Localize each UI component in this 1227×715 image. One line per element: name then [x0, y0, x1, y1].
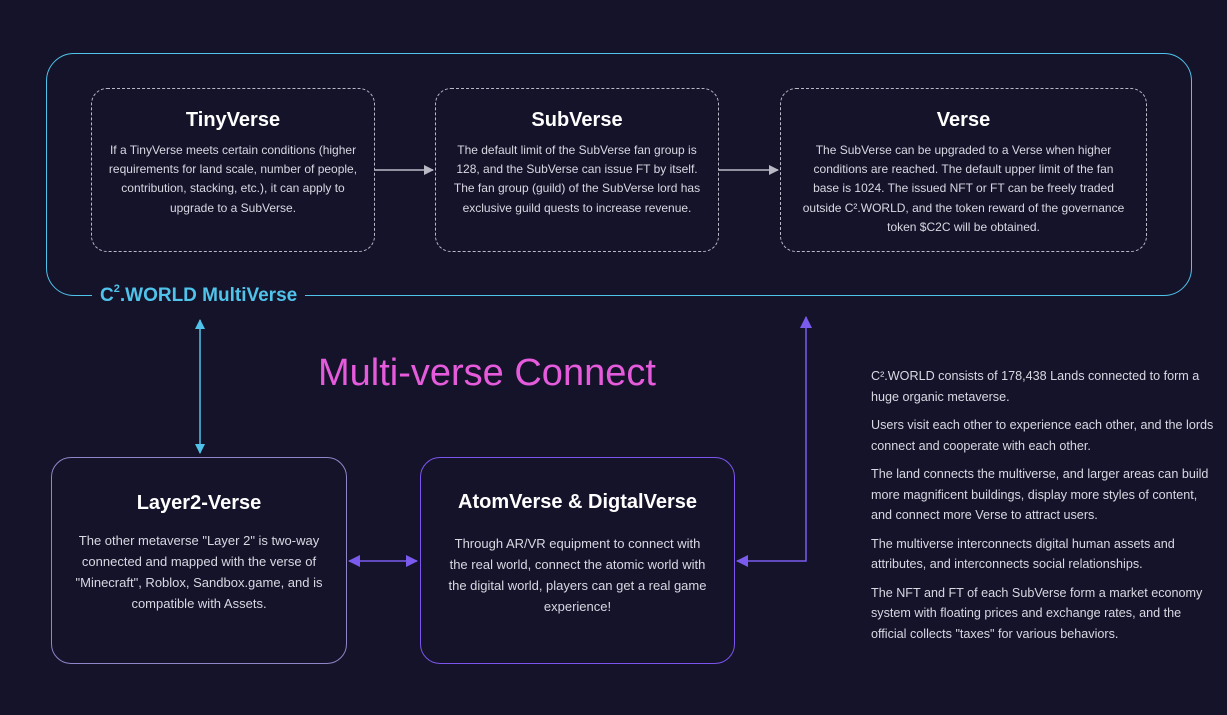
- tinyverse-box: TinyVerse If a TinyVerse meets certain c…: [91, 88, 375, 252]
- atomverse-title: AtomVerse & DigtalVerse: [458, 491, 697, 513]
- note-item: The multiverse interconnects digital hum…: [871, 536, 1175, 572]
- atomverse-description: Through AR/VR equipment to connect with …: [448, 536, 707, 614]
- layer2-verse-description: The other metaverse "Layer 2" is two-way…: [75, 533, 323, 611]
- multiverse-label: C2.WORLD MultiVerse: [92, 283, 306, 309]
- subverse-title: SubVerse: [531, 109, 623, 131]
- note-item: The land connects the multiverse, and la…: [871, 467, 1209, 522]
- atomverse-box: AtomVerse & DigtalVerse Through AR/VR eq…: [420, 457, 735, 664]
- verse-description: The SubVerse can be upgraded to a Verse …: [802, 143, 1125, 234]
- note-item: C².WORLD consists of 178,438 Lands conne…: [871, 369, 1200, 404]
- tinyverse-description: If a TinyVerse meets certain conditions …: [108, 143, 358, 215]
- note-item: Users visit each other to experience eac…: [871, 418, 1214, 453]
- verse-box: Verse The SubVerse can be upgraded to a …: [780, 88, 1147, 252]
- layer2-verse-title: Layer2-Verse: [136, 492, 262, 514]
- subverse-description: The default limit of the SubVerse fan gr…: [453, 143, 701, 215]
- subverse-box: SubVerse The default limit of the SubVer…: [435, 88, 719, 252]
- note-item: The NFT and FT of each SubVerse form a m…: [871, 585, 1203, 641]
- verse-title: Verse: [936, 109, 991, 131]
- headline: Multi-verse Connect: [318, 352, 656, 394]
- layer2-verse-box: Layer2-Verse The other metaverse "Layer …: [51, 457, 347, 664]
- notes-list: C².WORLD consists of 178,438 Lands conne…: [871, 366, 1216, 652]
- multiverse-frame: [46, 53, 1192, 296]
- arrow-atom-to-multiverse: [736, 316, 812, 567]
- tinyverse-title: TinyVerse: [185, 109, 281, 131]
